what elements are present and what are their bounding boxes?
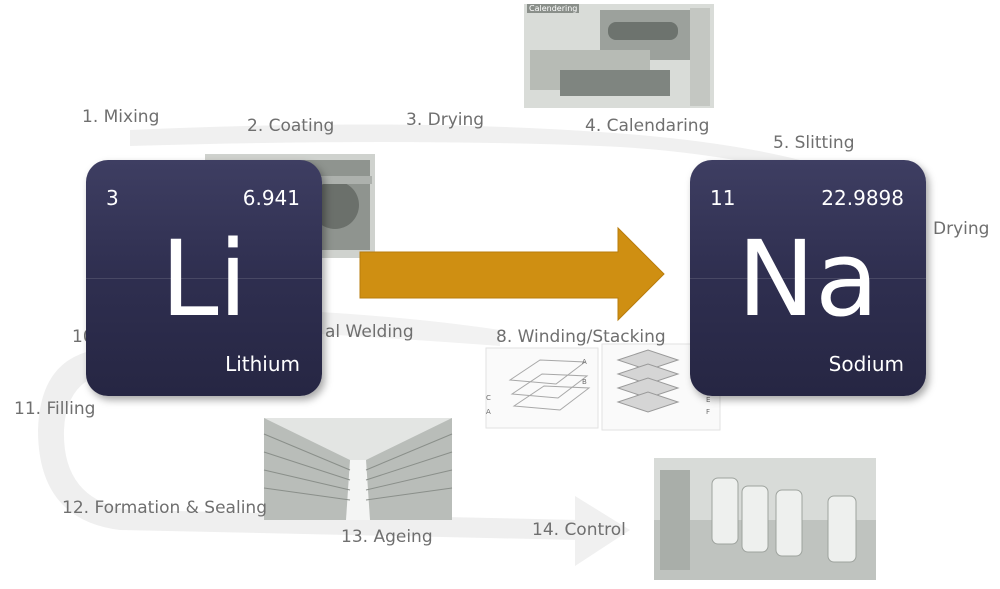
step-mixing: 1. Mixing xyxy=(82,107,160,127)
control-photo xyxy=(654,458,876,580)
diagram-letter-b: B xyxy=(582,378,587,386)
lithium-symbol: Li xyxy=(160,218,248,340)
lithium-name: Lithium xyxy=(225,352,300,376)
sodium-name: Sodium xyxy=(828,352,904,376)
flow-arrowhead-icon xyxy=(575,496,630,566)
step-drying-right: Drying xyxy=(933,219,990,239)
tile-divider xyxy=(690,278,926,279)
step-ageing: 13. Ageing xyxy=(341,527,433,547)
step-calendaring: 4. Calendaring xyxy=(585,116,710,136)
step-slitting: 5. Slitting xyxy=(773,133,855,153)
winding-diagram xyxy=(485,343,721,431)
lithium-atomic-mass: 6.941 xyxy=(242,186,300,210)
diagram-letter-f: F xyxy=(706,408,711,416)
sodium-element-tile: 11 22.9898 Na Sodium xyxy=(690,160,926,396)
sodium-atomic-number: 11 xyxy=(710,186,736,210)
calendering-photo xyxy=(524,4,714,108)
step-welding: al Welding xyxy=(325,322,414,342)
step-formation-sealing: 12. Formation & Sealing xyxy=(62,498,267,518)
tile-divider xyxy=(86,278,322,279)
ageing-photo xyxy=(263,418,453,520)
top-flow-band xyxy=(130,124,800,172)
diagram-letter-c: C xyxy=(486,394,491,402)
sodium-symbol: Na xyxy=(737,218,879,340)
lithium-element-tile: 3 6.941 Li Lithium xyxy=(86,160,322,396)
step-winding-stacking: 8. Winding/Stacking xyxy=(496,327,666,347)
sodium-atomic-mass: 22.9898 xyxy=(821,186,904,210)
step-control: 14. Control xyxy=(532,520,626,540)
right-arrow-icon xyxy=(359,226,665,322)
step-filling: 11. Filling xyxy=(14,399,96,419)
step-coating: 2. Coating xyxy=(247,116,335,136)
lithium-atomic-number: 3 xyxy=(106,186,119,210)
diagram-letter-a: A xyxy=(582,358,587,366)
diagram-letter-a-2: A xyxy=(486,408,491,416)
diagram-letter-e: E xyxy=(706,396,711,404)
step-drying: 3. Drying xyxy=(406,110,485,130)
calendering-photo-caption: Calendering xyxy=(527,4,580,13)
middle-flow-band xyxy=(320,312,500,346)
